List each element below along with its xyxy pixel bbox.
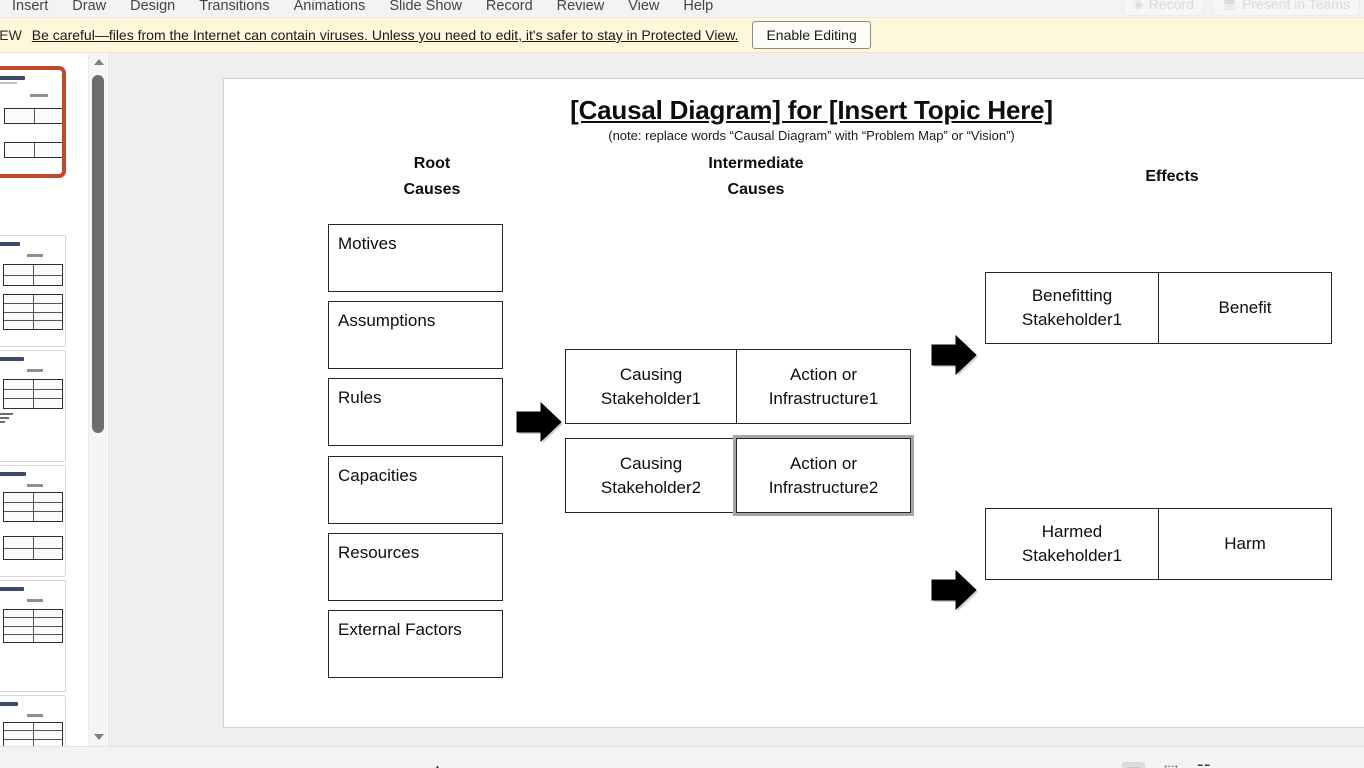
notes-caret-icon[interactable]: ▲ xyxy=(430,761,445,768)
teams-present-icon: 🖥 xyxy=(1221,0,1238,11)
triangle-down-icon xyxy=(93,734,104,740)
slide-thumbnail-pane[interactable] xyxy=(0,53,86,746)
effect-harmed-stakeholder[interactable]: Harmed Stakeholder1 xyxy=(985,508,1159,580)
root-cause-box-assumptions[interactable]: Assumptions xyxy=(328,301,503,369)
arrow-intermediate-to-benefit[interactable] xyxy=(930,334,978,376)
intermediate-cause-stakeholder-2[interactable]: Causing Stakeholder2 xyxy=(565,438,737,513)
list-item[interactable] xyxy=(0,580,66,692)
page-title-text: [Causal Diagram] for [Insert Topic Here] xyxy=(570,95,1053,125)
intermediate-cause-action-1[interactable]: Action or Infrastructure1 xyxy=(736,349,911,424)
right-block-arrow-icon xyxy=(931,334,978,376)
tab-animations[interactable]: Animations xyxy=(293,0,366,14)
slide-sorter-icon[interactable]: ⬚ xyxy=(1163,764,1178,768)
intermediate-cause-stakeholder-1[interactable]: Causing Stakeholder1 xyxy=(565,349,737,424)
right-block-arrow-icon xyxy=(516,401,563,443)
tab-record[interactable]: Record xyxy=(485,0,533,14)
record-circle-icon: ◉ xyxy=(1133,0,1144,11)
tab-help[interactable]: Help xyxy=(683,0,714,14)
effect-harm[interactable]: Harm xyxy=(1158,508,1332,580)
scroll-down-button[interactable] xyxy=(89,728,108,746)
record-button-label: Record xyxy=(1148,0,1194,12)
list-item[interactable] xyxy=(0,695,66,746)
tab-draw[interactable]: Draw xyxy=(72,0,107,14)
slide-show-icon[interactable]: ▭ xyxy=(1229,764,1244,768)
root-cause-box-resources[interactable]: Resources xyxy=(328,533,503,601)
column-header-intermediate-causes: Intermediate Causes xyxy=(708,155,804,198)
tab-view[interactable]: View xyxy=(628,0,660,14)
column-header-root-causes: Root Causes xyxy=(403,155,461,198)
scrollbar-thumb[interactable] xyxy=(92,75,104,433)
tab-slide-show[interactable]: Slide Show xyxy=(389,0,462,14)
effect-benefitting-stakeholder[interactable]: Benefitting Stakeholder1 xyxy=(985,272,1159,344)
scroll-up-button[interactable] xyxy=(89,53,108,71)
list-item[interactable] xyxy=(0,235,66,347)
list-item[interactable] xyxy=(0,465,66,577)
page-title: [Causal Diagram] for [Insert Topic Here] xyxy=(224,95,1364,126)
present-in-teams-label: Present in Teams xyxy=(1242,0,1350,12)
slide-editing-workspace: [Causal Diagram] for [Insert Topic Here]… xyxy=(108,53,1364,746)
view-mode-buttons: ▭ ⬚ ☷ ▭ xyxy=(1122,762,1244,768)
tab-design[interactable]: Design xyxy=(130,0,176,14)
reading-view-icon[interactable]: ☷ xyxy=(1197,764,1211,768)
root-cause-box-rules[interactable]: Rules xyxy=(328,378,503,446)
ribbon-tabs-right: ◉ Record 🖥 Present in Teams xyxy=(1123,0,1360,16)
triangle-up-icon xyxy=(93,59,104,65)
slide-note: (note: replace words “Causal Diagram” wi… xyxy=(608,128,1015,143)
arrow-root-to-intermediate[interactable] xyxy=(515,401,563,443)
tab-insert[interactable]: Insert xyxy=(12,0,49,14)
root-cause-box-capacities[interactable]: Capacities xyxy=(328,456,503,524)
protected-view-label: VIEW xyxy=(0,27,22,43)
column-header-effects: Effects xyxy=(1145,168,1199,185)
intermediate-cause-action-2[interactable]: Action or Infrastructure2 xyxy=(733,435,914,516)
ribbon-tabs-left: Insert Draw Design Transitions Animation… xyxy=(0,0,725,17)
ribbon-tab-strip: Insert Draw Design Transitions Animation… xyxy=(0,0,1364,18)
present-in-teams-button[interactable]: 🖥 Present in Teams xyxy=(1211,0,1360,16)
arrow-intermediate-to-harm[interactable] xyxy=(930,569,978,611)
record-button[interactable]: ◉ Record xyxy=(1123,0,1204,16)
normal-view-icon[interactable]: ▭ xyxy=(1122,762,1146,768)
slide-canvas[interactable]: [Causal Diagram] for [Insert Topic Here]… xyxy=(223,78,1364,728)
list-item[interactable] xyxy=(0,350,66,462)
effect-benefit[interactable]: Benefit xyxy=(1158,272,1332,344)
tab-transitions[interactable]: Transitions xyxy=(199,0,270,14)
root-cause-box-motives[interactable]: Motives xyxy=(328,224,503,292)
thumbnail-scrollbar[interactable] xyxy=(88,53,107,746)
list-item[interactable] xyxy=(0,66,66,178)
enable-editing-button[interactable]: Enable Editing xyxy=(752,21,871,49)
tab-review[interactable]: Review xyxy=(556,0,605,14)
protected-view-message: Be careful—files from the Internet can c… xyxy=(31,27,739,43)
protected-view-bar: VIEW Be careful—files from the Internet … xyxy=(0,18,1364,53)
root-cause-box-external-factors[interactable]: External Factors xyxy=(328,610,503,678)
status-bar: ▲ ▭ ⬚ ☷ ▭ xyxy=(0,746,1364,768)
right-block-arrow-icon xyxy=(931,569,978,611)
